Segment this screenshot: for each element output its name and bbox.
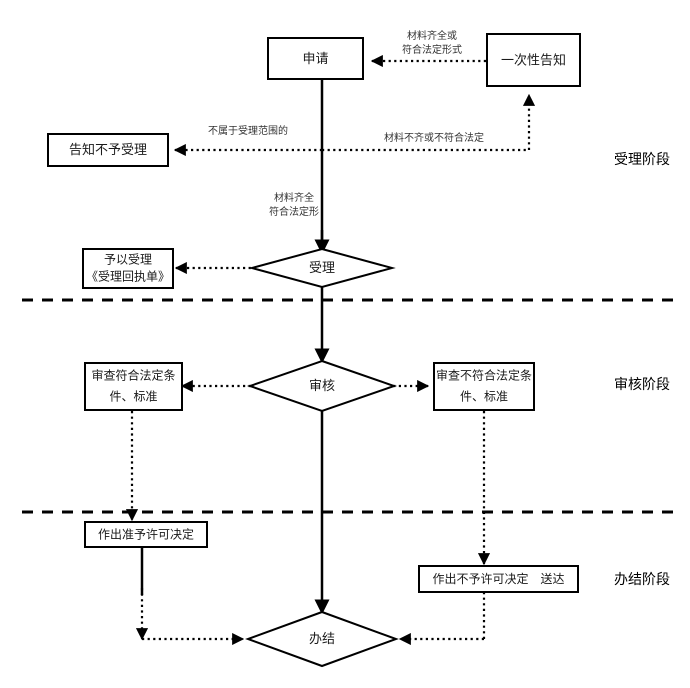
node-review-fail-label-line1: 审查不符合法定条: [436, 368, 532, 383]
node-apply-box[interactable]: [267, 37, 364, 80]
node-review-decision-diamond[interactable]: [246, 359, 398, 413]
node-review-fail-box[interactable]: [433, 362, 535, 411]
node-accept-decision-label: 受理: [309, 261, 335, 276]
edge-label-materials-complete-line1: 材料齐全: [274, 191, 314, 204]
node-one-time-notice-box[interactable]: [486, 33, 581, 87]
stage-label-completion: 办结阶段: [614, 572, 670, 588]
edge-label-materials-complete-line2: 符合法定形: [269, 205, 319, 218]
edge-label-not-in-scope: 不属于受理范围的: [208, 124, 288, 137]
edge-label-materials-incomplete-line2: 符合法定形式: [402, 43, 462, 56]
node-grant-accept-box[interactable]: [82, 248, 174, 289]
node-grant-accept-label-line1: 予以受理: [104, 253, 152, 267]
node-accept-decision-diamond[interactable]: [248, 247, 396, 289]
node-notice-no-accept-box[interactable]: [47, 133, 169, 167]
node-review-fail-label-line2: 件、标准: [460, 390, 508, 404]
stage-label-review: 审核阶段: [614, 377, 670, 393]
node-one-time-notice-label: 一次性告知: [501, 53, 566, 69]
edge-label-materials-not-conform: 材料不齐或不符合法定: [384, 131, 484, 144]
node-permit-granted-box[interactable]: [84, 521, 208, 548]
node-review-decision-label: 审核: [309, 379, 335, 394]
node-review-pass-label-line1: 审查符合法定条: [91, 368, 175, 383]
node-complete-diamond[interactable]: [245, 610, 399, 668]
node-notice-no-accept-label: 告知不予受理: [69, 142, 147, 158]
edge-label-materials-incomplete-line1: 材料齐全或: [407, 29, 457, 42]
node-review-pass-box[interactable]: [84, 362, 183, 411]
node-complete-label: 办结: [309, 632, 335, 647]
stage-label-acceptance: 受理阶段: [614, 152, 670, 168]
node-apply-label: 申请: [302, 52, 328, 67]
node-permit-granted-label: 作出准予许可决定: [98, 527, 194, 542]
node-grant-accept-label-line2: 《受理回执单》: [86, 270, 170, 284]
node-permit-denied-label: 作出不予许可决定 送达: [432, 571, 564, 586]
node-permit-denied-box[interactable]: [418, 565, 579, 593]
node-review-pass-label-line2: 件、标准: [109, 390, 157, 404]
